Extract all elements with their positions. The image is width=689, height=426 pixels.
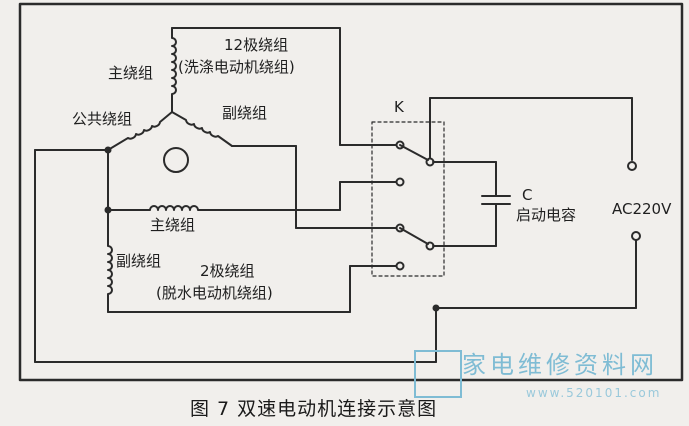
watermark-url: www.520101.com	[526, 386, 662, 400]
rotor-symbol	[163, 147, 189, 173]
aux-winding-coil-bottom	[107, 239, 113, 313]
diagram-frame	[18, 2, 684, 382]
common-winding-label: 公共绕组	[72, 110, 133, 128]
main-winding-top-label: 主绕组	[108, 64, 154, 82]
ac-supply-label: AC220V	[612, 200, 672, 218]
figure-caption: 图 7 双速电动机连接示意图	[190, 398, 438, 420]
common-winding-coil	[107, 111, 173, 151]
switch-blade-lower	[399, 227, 429, 245]
aux-winding-coil-top	[171, 111, 233, 147]
watermark-text: 家电维修资料网	[462, 351, 658, 379]
capacitor-c-label: C	[522, 186, 533, 204]
spin-motor-winding-label: (脱水电动机绕组)	[156, 284, 273, 302]
switch-k-label: K	[394, 98, 404, 116]
ac-terminal-top	[627, 161, 637, 171]
main-winding-mid-label: 主绕组	[150, 216, 196, 234]
switch-blade-upper	[399, 144, 429, 161]
aux-winding-bottom-label: 副绕组	[116, 252, 162, 270]
winding-12pole-label: 12极绕组	[224, 36, 289, 54]
switch-k-box	[371, 121, 445, 277]
ac-terminal-bottom	[631, 231, 641, 241]
winding-2pole-label: 2极绕组	[200, 262, 255, 280]
main-winding-coil-mid	[107, 205, 341, 211]
start-capacitor-label: 启动电容	[516, 206, 577, 224]
aux-winding-top-label: 副绕组	[222, 104, 268, 122]
wash-motor-winding-label: (洗涤电动机绕组)	[178, 58, 295, 76]
main-winding-coil-top	[171, 27, 177, 113]
watermark-logo-icon	[414, 350, 462, 398]
